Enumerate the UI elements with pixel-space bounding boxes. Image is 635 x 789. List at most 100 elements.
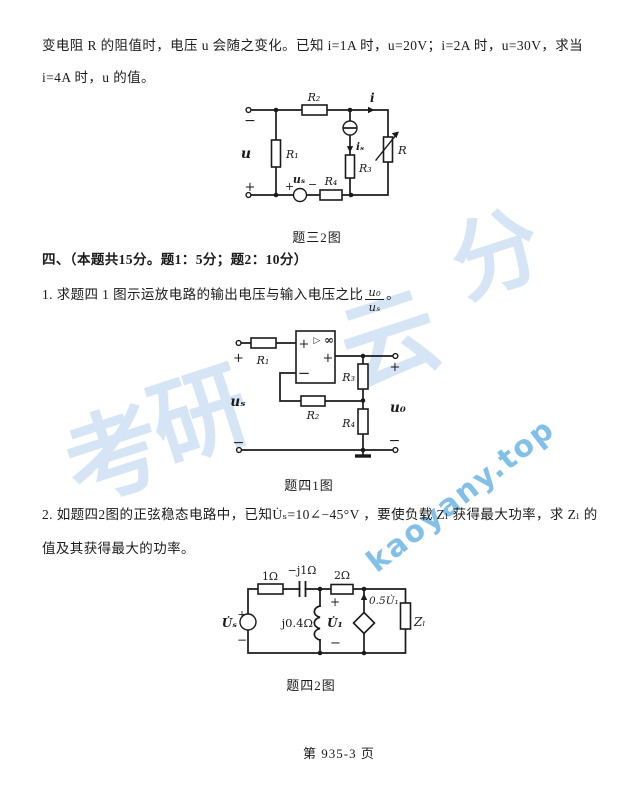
- node-dot: [360, 447, 366, 453]
- opamp-plus-input: +: [299, 337, 310, 352]
- label-1ohm: 1Ω: [262, 570, 278, 583]
- label-r1: R₁: [285, 148, 299, 161]
- op-amp: [295, 330, 336, 384]
- node-dot: [273, 192, 279, 198]
- opamp-output-plus: +: [323, 351, 334, 366]
- resistor-r4: [357, 408, 369, 435]
- polarity-minus: −: [330, 636, 341, 651]
- polarity-minus: −: [233, 435, 245, 451]
- variable-resistor-r: [375, 131, 399, 163]
- item2-text-line1: 2. 如题四2图的正弦稳态电路中，已知U̇ₛ=10∠−45°V ，要使负载 Zₗ…: [42, 507, 598, 522]
- figure2-caption: 题四1图: [284, 478, 334, 493]
- polarity-plus: +: [390, 360, 401, 375]
- fraction-numerator: u₀: [365, 286, 385, 301]
- figure-circuit-4-1: + R₁ + ▷ ∞ − + + R₃ R₄ R₂ uₛ u₀ − −: [230, 330, 406, 458]
- node-dot: [361, 650, 367, 656]
- dependent-current-source: [352, 593, 376, 635]
- resistor-r4: [319, 189, 343, 201]
- label-r1: R₁: [256, 354, 270, 367]
- node-dot: [361, 586, 367, 592]
- load-zl: [399, 602, 412, 630]
- label-r: R: [397, 143, 407, 157]
- label-is: iₛ: [356, 141, 364, 153]
- label-us: uₛ: [230, 394, 245, 410]
- polarity-minus: −: [308, 178, 317, 191]
- resistor-r2: [301, 104, 328, 116]
- polarity-plus: +: [330, 595, 340, 609]
- opamp-minus-input: −: [298, 364, 311, 382]
- figure3-labels: 1Ω −j1Ω 2Ω + − U̇ₛ j0.4Ω + U̇₁ − 0.5U̇₁ …: [222, 564, 426, 651]
- item1-period: 。: [386, 287, 401, 302]
- dependent-source-arrow: [360, 593, 368, 600]
- figure2-labels: + R₁ + ▷ ∞ − + + R₃ R₄ R₂ uₛ u₀ − −: [230, 333, 405, 451]
- polarity-minus: −: [237, 633, 247, 647]
- label-r2: R₂: [307, 91, 321, 104]
- terminal: [245, 191, 252, 199]
- item2-text-line2: 值及其获得最大的功率。: [42, 541, 195, 556]
- resistor-r3: [344, 154, 356, 179]
- figure3-caption: 题四2图: [286, 678, 336, 693]
- label-j1ohm: −j1Ω: [288, 564, 317, 577]
- label-2ohm: 2Ω: [334, 569, 350, 582]
- label-u1: U̇₁: [327, 615, 343, 630]
- terminal: [392, 446, 399, 454]
- terminal: [235, 339, 242, 347]
- resistor-r3: [357, 363, 369, 390]
- polarity-plus: +: [237, 608, 246, 621]
- wires: [247, 588, 407, 654]
- current-source-is: [342, 120, 358, 153]
- label-us: uₛ: [293, 173, 305, 186]
- problem3-text-line2: i=4A 时，u 的值。: [42, 70, 155, 85]
- terminal: [245, 106, 252, 114]
- resistor-r1: [250, 337, 277, 349]
- label-u: u: [241, 146, 251, 162]
- node-dot: [273, 107, 279, 113]
- current-arrow-is: [346, 146, 354, 153]
- node-dot: [317, 650, 323, 656]
- resistor-r1: [270, 139, 282, 168]
- resistor-r2: [300, 395, 326, 407]
- node-dot: [360, 398, 366, 403]
- section4-heading: 四、（本题共15分。题1：5分；题2：10分）: [42, 252, 308, 267]
- problem3-text-line1: 变电阻 R 的阻值时，电压 u 会随之变化。已知 i=1A 时，u=20V；i=…: [42, 38, 584, 53]
- polarity-plus: +: [233, 351, 244, 366]
- label-r4: R₄: [324, 175, 338, 188]
- label-zl: Zₗ: [413, 615, 425, 629]
- voltage-source-us: [239, 613, 257, 631]
- voltage-source-us: [292, 187, 308, 203]
- label-j04ohm: j0.4Ω: [280, 616, 313, 630]
- label-r2: R₂: [306, 409, 320, 422]
- polarity-minus: −: [244, 113, 256, 129]
- polarity-plus: +: [245, 180, 256, 195]
- item1-text-main: 1. 求题四 1 图示运放电路的输出电压与输入电压之比: [42, 287, 364, 302]
- fraction-denominator: uₛ: [368, 300, 381, 315]
- polarity-plus: +: [285, 180, 294, 193]
- capacitor-j1ohm: [298, 581, 307, 597]
- figure1-labels: R₂ i − u + R₁ + uₛ − R₄ iₛ R₃ R: [241, 91, 407, 195]
- current-arrow-i: [368, 106, 375, 114]
- opamp-triangle-icon: ▷: [314, 336, 321, 346]
- resistor-2ohm: [330, 583, 354, 595]
- resistor-1ohm: [257, 583, 284, 595]
- node-dot: [360, 353, 366, 359]
- label-r4: R₄: [341, 417, 355, 430]
- page-number: 第 935-3 页: [303, 746, 375, 761]
- node-dot: [348, 192, 354, 198]
- opamp-infinity-icon: ∞: [324, 333, 334, 347]
- polarity-minus: −: [389, 433, 401, 449]
- terminal: [392, 352, 399, 360]
- label-u0: u₀: [390, 400, 406, 416]
- label-i: i: [370, 91, 375, 105]
- label-us: U̇ₛ: [222, 615, 237, 630]
- node-dot: [317, 586, 323, 592]
- label-dependent-source: 0.5U̇₁: [369, 594, 399, 607]
- label-r3: R₃: [341, 371, 355, 384]
- figure1-caption: 题三2图: [292, 230, 342, 245]
- label-r3: R₃: [358, 162, 372, 175]
- terminal: [235, 446, 243, 454]
- node-dot: [347, 107, 353, 113]
